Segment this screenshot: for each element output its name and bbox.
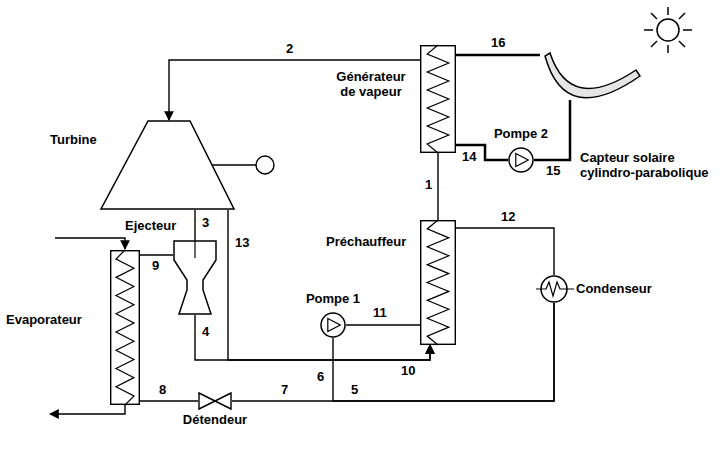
- condenser-symbol-outline: [540, 275, 568, 303]
- component-label: Générateur de vapeur: [328, 69, 414, 99]
- component-label: Pompe 1: [306, 291, 360, 306]
- electric-generator: [212, 156, 274, 174]
- pipe-connector: [195, 315, 430, 360]
- state-point-number: 13: [234, 236, 250, 250]
- state-point-number: 3: [201, 216, 210, 230]
- pipe-connector: [169, 60, 420, 120]
- pipe-connector: [346, 324, 420, 325]
- solar-collector-outline: [540, 48, 645, 148]
- preheater: Préchauffeur: [420, 220, 456, 345]
- pipe-connector: [194, 210, 195, 240]
- pipe-connector: [140, 254, 173, 255]
- evaporator-outline: [110, 250, 140, 405]
- state-point-number: 11: [372, 306, 388, 320]
- pipe-connector: [456, 228, 554, 275]
- sun-symbol: [644, 7, 692, 53]
- pipe-connector: [140, 400, 198, 401]
- component-label: Turbine: [50, 132, 97, 147]
- pump-symbol: Pompe 1: [320, 312, 346, 338]
- evaporator: Evaporateur: [110, 250, 140, 405]
- pipe-connector: [437, 153, 438, 220]
- pipe-connector: [456, 54, 540, 57]
- state-point-number: 14: [461, 150, 477, 164]
- state-point-number: 9: [151, 259, 160, 273]
- turbine-symbol-outline: [100, 120, 235, 210]
- state-point-number: 6: [316, 370, 325, 384]
- turbine-symbol: Turbine: [100, 120, 235, 210]
- steam-generator: Générateur de vapeur: [420, 45, 456, 153]
- preheater-outline: [420, 220, 456, 345]
- pump-symbol-outline: [320, 312, 346, 338]
- pump-symbol: Pompe 2: [508, 147, 534, 173]
- state-point-number: 8: [158, 383, 167, 397]
- pipe-connector: [534, 148, 570, 160]
- component-label: Pompe 2: [494, 126, 548, 141]
- component-label: Condenseur: [576, 281, 652, 296]
- state-point-number: 2: [285, 42, 294, 56]
- state-point-number: 15: [545, 164, 561, 178]
- state-point-number: 12: [500, 210, 516, 224]
- state-point-number: 10: [400, 364, 416, 378]
- solar-collector: Capteur solaire cylindro-parabolique: [540, 48, 645, 148]
- component-label: Evaporateur: [6, 312, 82, 327]
- pipe-connector: [228, 210, 430, 360]
- condenser-symbol: Condenseur: [540, 275, 568, 303]
- component-label: Préchauffeur: [326, 234, 406, 249]
- ejector-symbol: Ejecteur: [173, 240, 217, 315]
- steam-generator-outline: [420, 45, 456, 153]
- state-point-number: 16: [490, 36, 506, 50]
- state-point-number: 5: [350, 383, 359, 397]
- pipe-connector: [232, 303, 554, 401]
- state-point-number: 1: [424, 178, 433, 192]
- expansion-valve: Détendeur: [198, 392, 232, 410]
- component-label: Ejecteur: [125, 218, 176, 233]
- state-point-number: 4: [201, 325, 210, 339]
- pump-symbol-outline: [508, 147, 534, 173]
- state-point-number: 7: [280, 383, 289, 397]
- component-label: Capteur solaire cylindro-parabolique: [580, 150, 714, 180]
- expansion-valve-outline: [198, 392, 232, 410]
- ejector-symbol-outline: [173, 240, 217, 315]
- component-label: Détendeur: [183, 412, 247, 427]
